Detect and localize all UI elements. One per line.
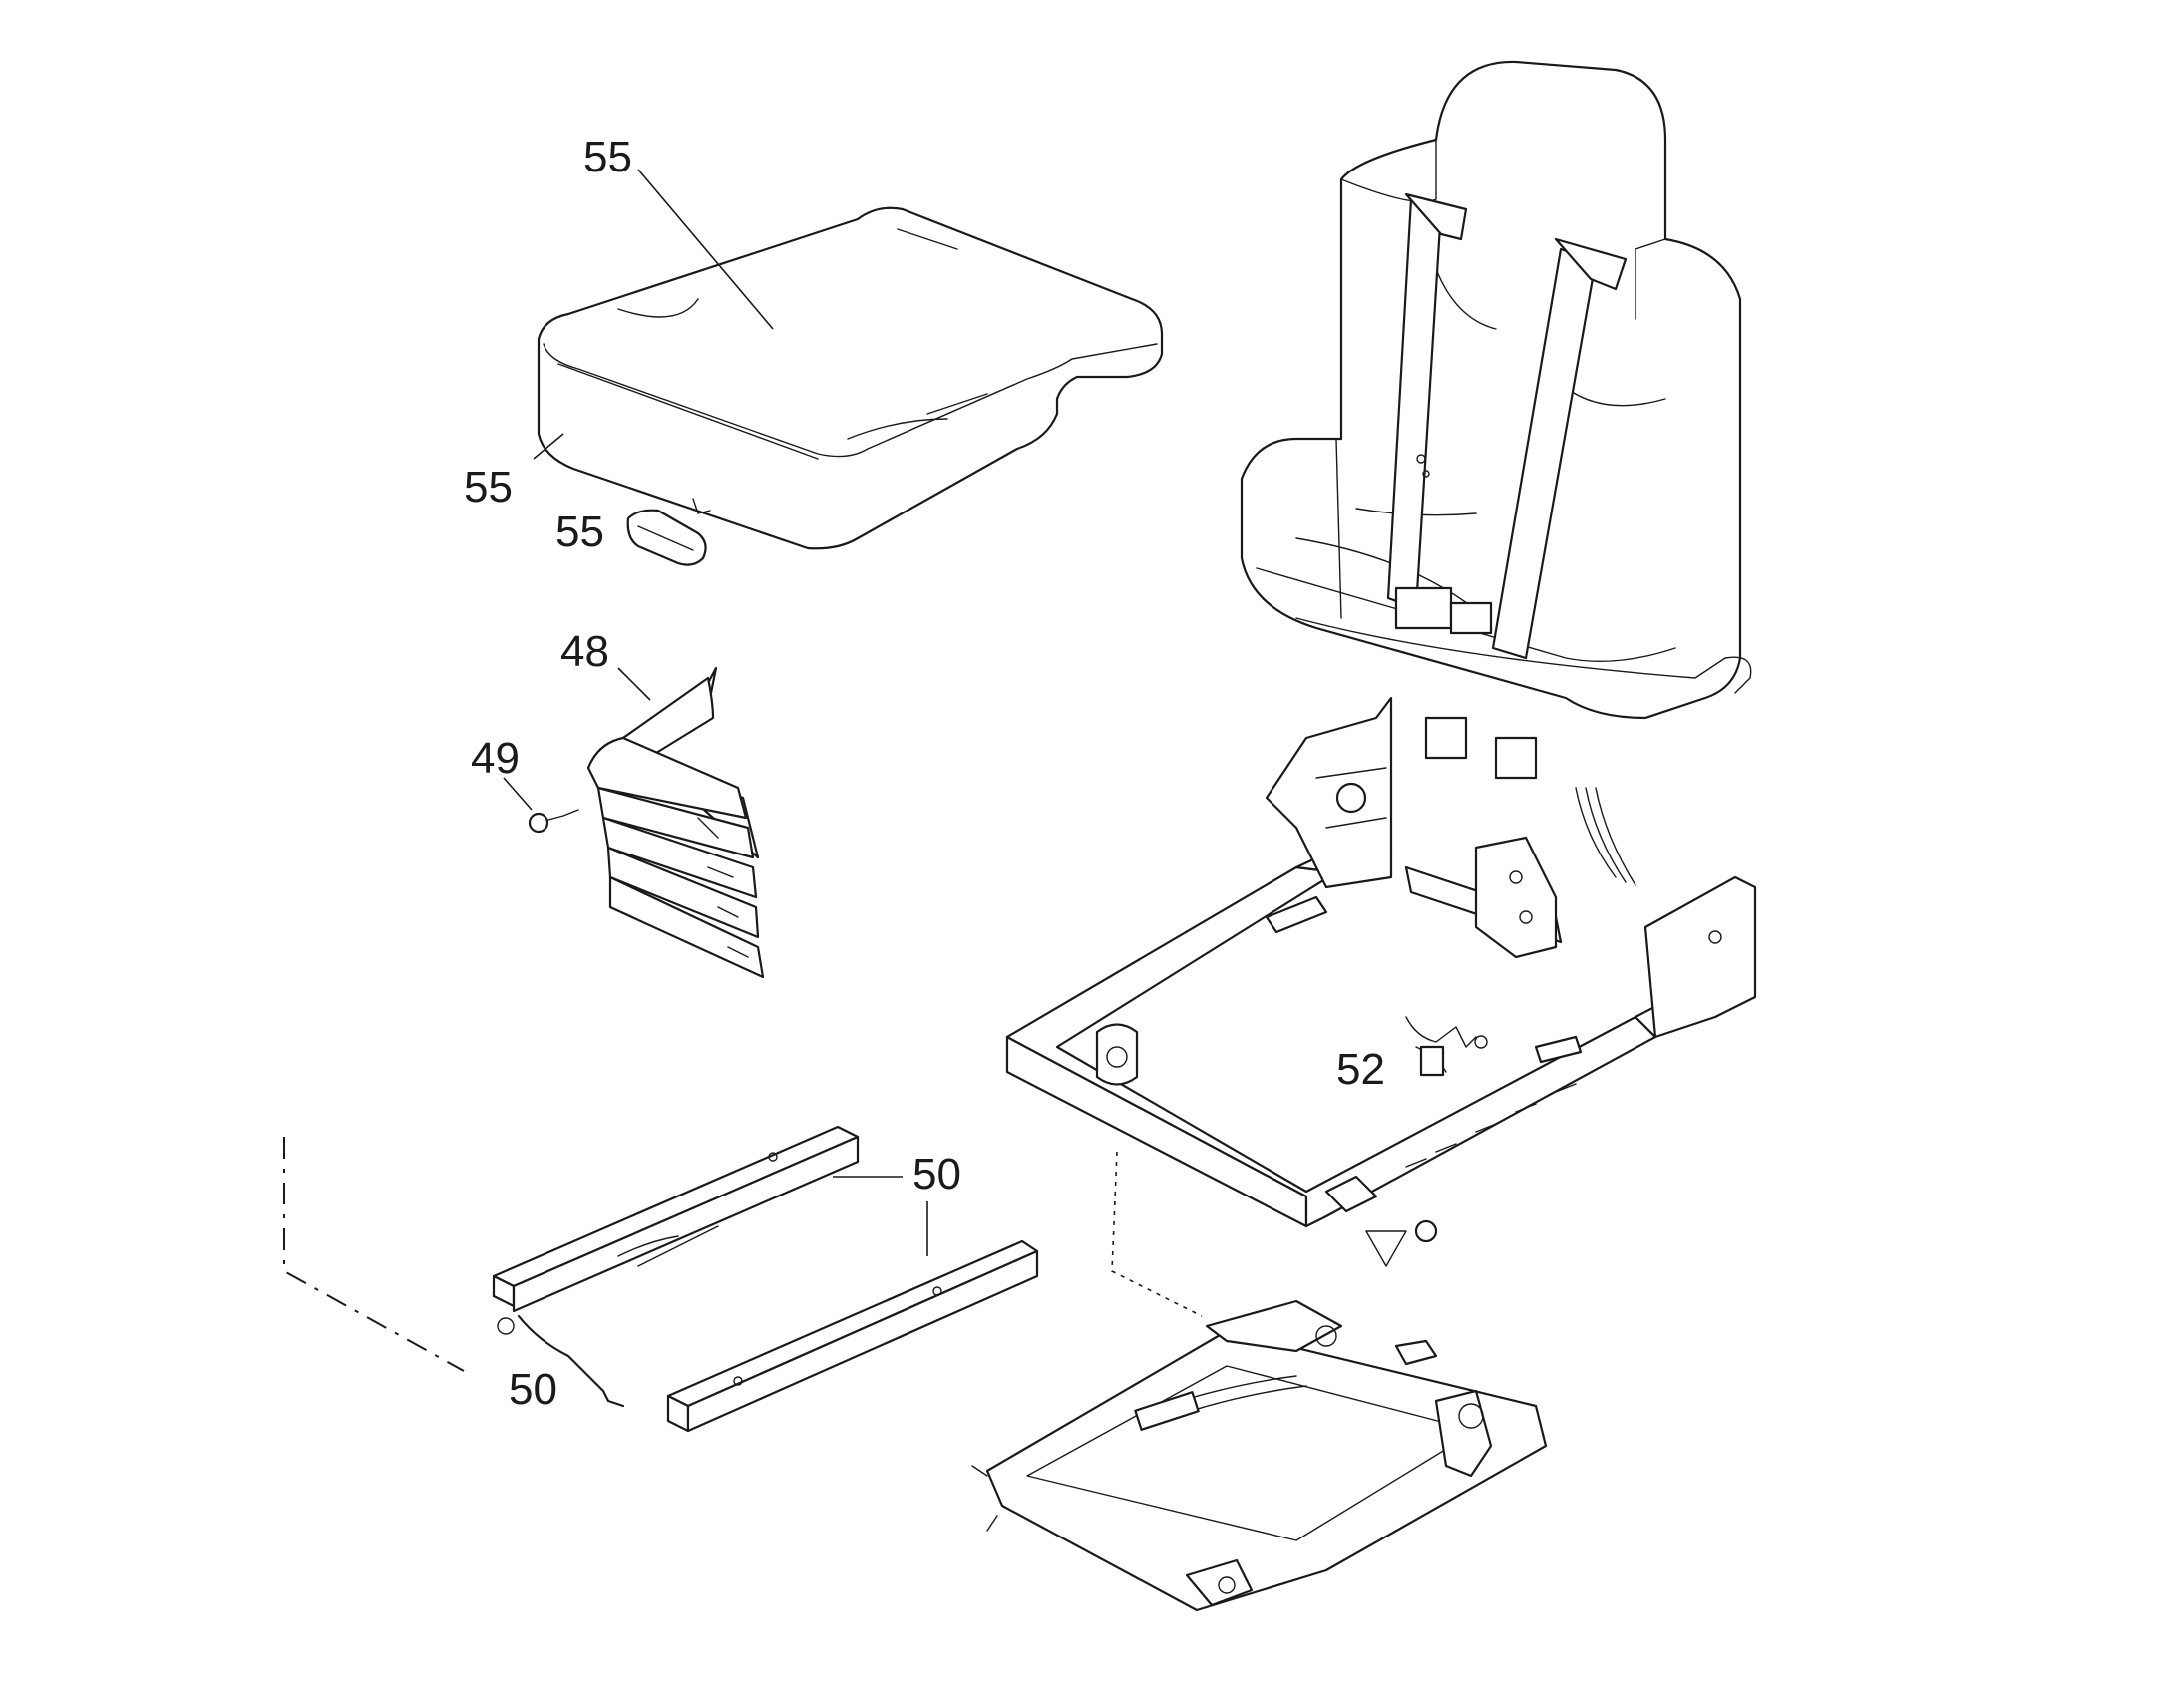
callout-52: 52	[1336, 1045, 1385, 1094]
callout-50-right: 50	[912, 1150, 961, 1198]
slide-rail-left	[492, 1125, 860, 1408]
wiring-harness	[1405, 1016, 1488, 1077]
screw	[528, 809, 579, 834]
slide-rail-right	[666, 1239, 1039, 1433]
callout-50-left: 50	[509, 1365, 557, 1414]
callout-55-clip: 55	[555, 508, 604, 556]
leader-49	[503, 777, 533, 811]
seat-frame	[1005, 696, 1757, 1267]
leader-55-side	[533, 433, 564, 460]
seat-back	[1240, 60, 1752, 720]
suspension-base	[971, 1299, 1548, 1612]
alignment-line-vertical	[1111, 1151, 1203, 1317]
seat-cushion	[537, 206, 1164, 550]
callout-49: 49	[471, 734, 520, 783]
leader-55-top	[637, 169, 774, 330]
callout-55-side: 55	[464, 463, 513, 512]
callout-55-top: 55	[583, 133, 632, 181]
bellows	[586, 666, 765, 979]
alignment-line-left	[283, 1137, 465, 1372]
leader-48	[617, 667, 651, 701]
callout-48: 48	[560, 627, 609, 676]
cushion-clip	[626, 498, 711, 566]
